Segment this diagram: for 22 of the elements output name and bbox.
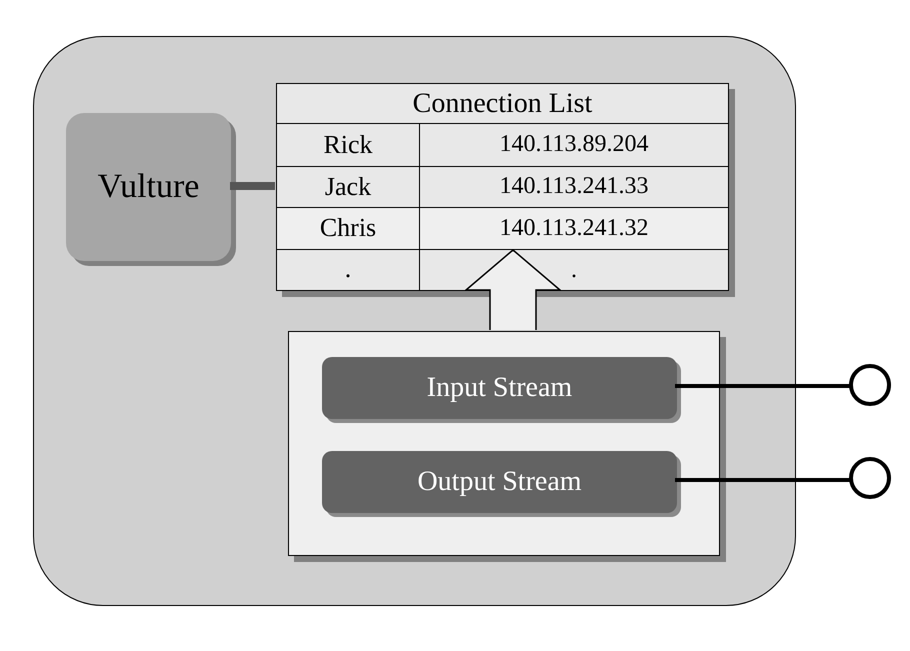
ip-address: . xyxy=(571,257,577,284)
stream-box xyxy=(322,357,677,419)
port-circle xyxy=(848,456,892,500)
table-title: Connection List xyxy=(412,88,592,120)
user-name: Rick xyxy=(323,130,373,160)
component-container xyxy=(33,36,796,606)
ip-address: 140.113.241.32 xyxy=(499,214,649,242)
node-label: Vulture xyxy=(98,168,200,206)
block-arrow xyxy=(464,249,562,331)
user-name: Chris xyxy=(320,213,376,244)
port-circle xyxy=(848,363,892,407)
ip-address: 140.113.89.204 xyxy=(499,131,649,158)
user-name: Jack xyxy=(324,172,372,202)
connector-line xyxy=(230,182,275,190)
ip-address: 140.113.241.33 xyxy=(499,173,649,200)
connector-line xyxy=(675,384,851,388)
connector-line xyxy=(675,478,851,482)
node-label: Output Stream xyxy=(417,466,582,498)
component-box xyxy=(66,113,231,261)
stream-box xyxy=(322,451,677,513)
node-label: Input Stream xyxy=(426,372,572,404)
user-name: . xyxy=(344,254,352,284)
